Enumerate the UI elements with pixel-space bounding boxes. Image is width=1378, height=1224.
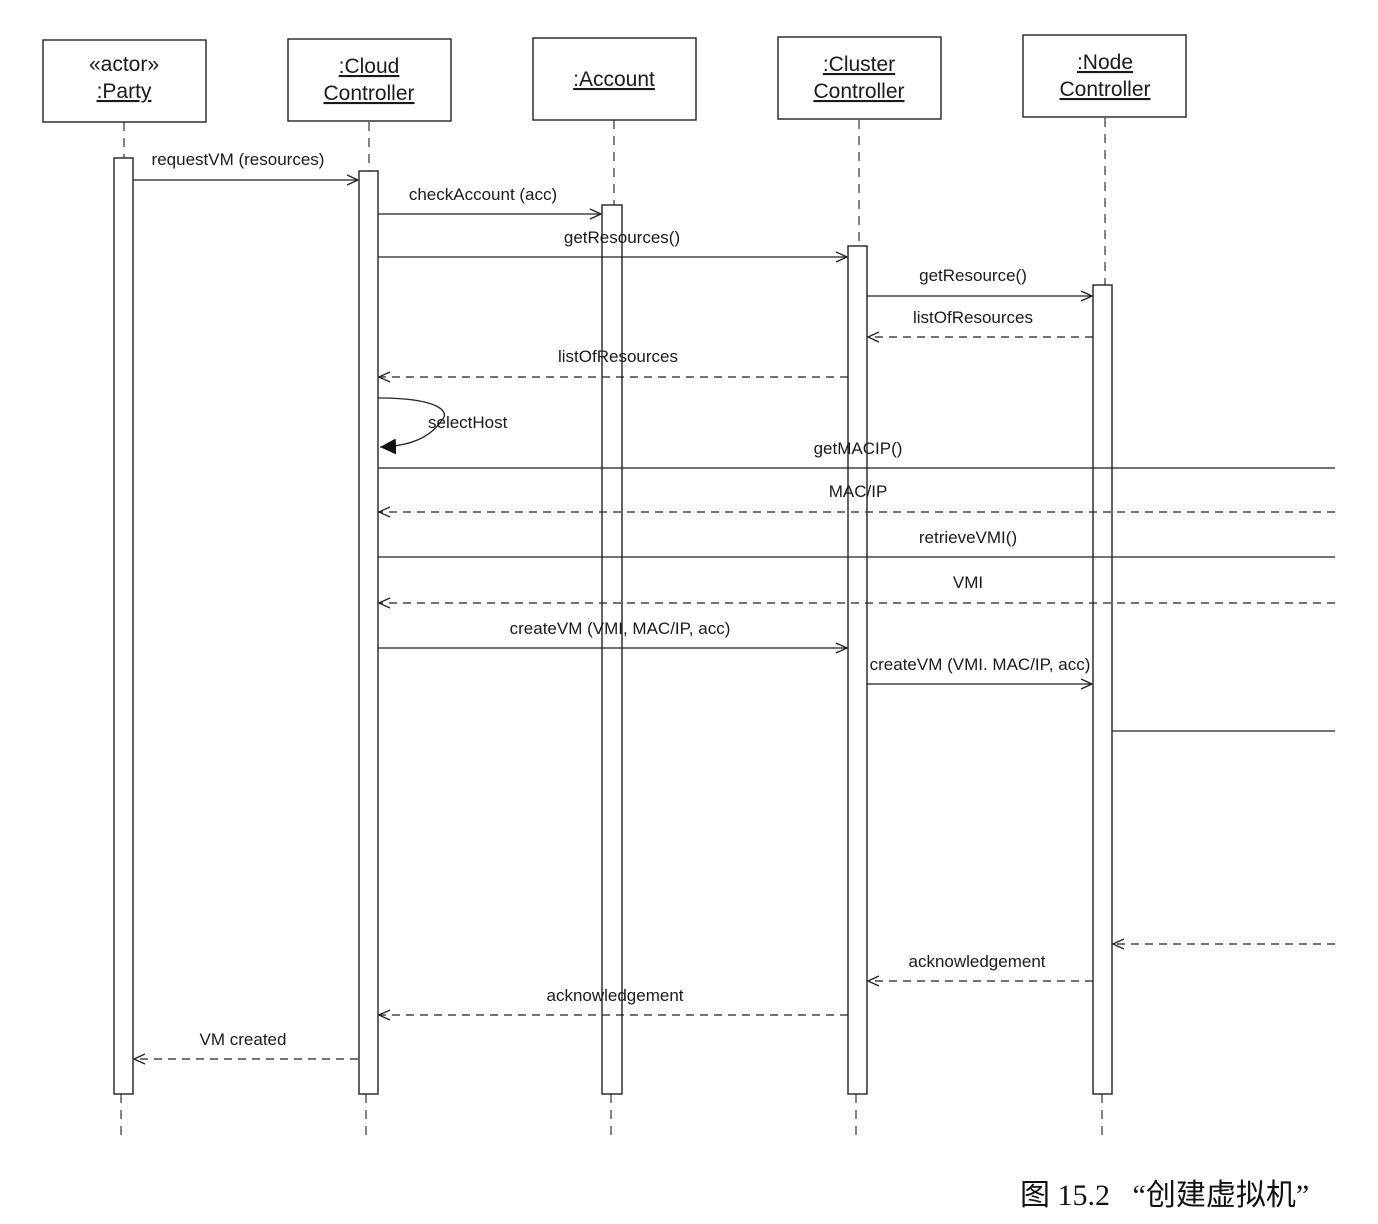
svg-text:createVM (VMI. MAC/IP, acc): createVM (VMI. MAC/IP, acc) [870, 655, 1091, 674]
participant-party-stereotype: «actor» [89, 53, 159, 76]
participant-node-controller: :Node Controller [1022, 34, 1187, 118]
message-macip: MAC/IP [377, 482, 1335, 518]
activation-cloud [358, 170, 379, 1095]
participant-node-line1: :Node [1077, 51, 1133, 74]
figure-caption: 图 15.2 “创建虚拟机” [1020, 1179, 1310, 1212]
svg-text:checkAccount (acc): checkAccount (acc) [409, 185, 557, 204]
participant-node-line2: Controller [1059, 78, 1150, 101]
activation-cluster [847, 245, 868, 1095]
message-requestvm: requestVM (resources) [133, 150, 360, 186]
activation-node [1092, 284, 1113, 1095]
participant-cluster-line2: Controller [813, 80, 904, 103]
message-acknowledgement-from-cluster: acknowledgement [377, 986, 848, 1021]
svg-text:retrieveVMI(): retrieveVMI() [919, 528, 1017, 547]
svg-text:createVM (VMI, MAC/IP, acc): createVM (VMI, MAC/IP, acc) [510, 619, 731, 638]
activation-party [113, 157, 134, 1095]
participant-account: :Account [532, 37, 697, 121]
participant-account-name: :Account [573, 68, 655, 91]
message-vmi: VMI [377, 573, 1335, 609]
svg-text:listOfResources: listOfResources [913, 308, 1033, 327]
message-listofresources-from-node: listOfResources [866, 308, 1093, 343]
participant-cloud-line1: :Cloud [339, 55, 400, 78]
svg-text:VMI: VMI [953, 573, 983, 592]
message-retrievevmi: retrieveVMI() [378, 528, 1335, 558]
activation-account [601, 204, 623, 1095]
svg-text:getResource(): getResource() [919, 266, 1027, 285]
message-createvm-to-cluster: createVM (VMI, MAC/IP, acc) [378, 619, 849, 654]
message-acknowledgement-from-node: acknowledgement [866, 952, 1093, 987]
message-createvm-to-node: createVM (VMI. MAC/IP, acc) [867, 655, 1094, 690]
svg-text:acknowledgement: acknowledgement [908, 952, 1045, 971]
message-vm-created: VM created [132, 1030, 358, 1065]
svg-text:getResources(): getResources() [564, 228, 680, 247]
participant-cloud-line2: Controller [323, 82, 414, 105]
message-getresource: getResource() [867, 266, 1094, 302]
message-checkaccount: checkAccount (acc) [378, 185, 603, 220]
svg-text:MAC/IP: MAC/IP [829, 482, 888, 501]
svg-text:acknowledgement: acknowledgement [546, 986, 683, 1005]
svg-text:selectHost: selectHost [428, 413, 508, 432]
participant-party: «actor» :Party [42, 39, 207, 123]
message-getmacip: getMACIP() [378, 439, 1335, 469]
message-getresources: getResources() [378, 228, 849, 263]
svg-text:requestVM (resources): requestVM (resources) [152, 150, 325, 169]
participant-cluster-line1: :Cluster [823, 53, 895, 76]
participant-party-name: :Party [97, 80, 152, 103]
svg-text:listOfResources: listOfResources [558, 347, 678, 366]
message-listofresources-from-cluster: listOfResources [377, 347, 848, 383]
participant-cluster-controller: :Cluster Controller [777, 36, 942, 120]
message-selecthost: selectHost [377, 397, 508, 455]
svg-text:VM created: VM created [200, 1030, 287, 1049]
participant-cloud-controller: :Cloud Controller [287, 38, 452, 122]
svg-text:getMACIP(): getMACIP() [814, 439, 903, 458]
